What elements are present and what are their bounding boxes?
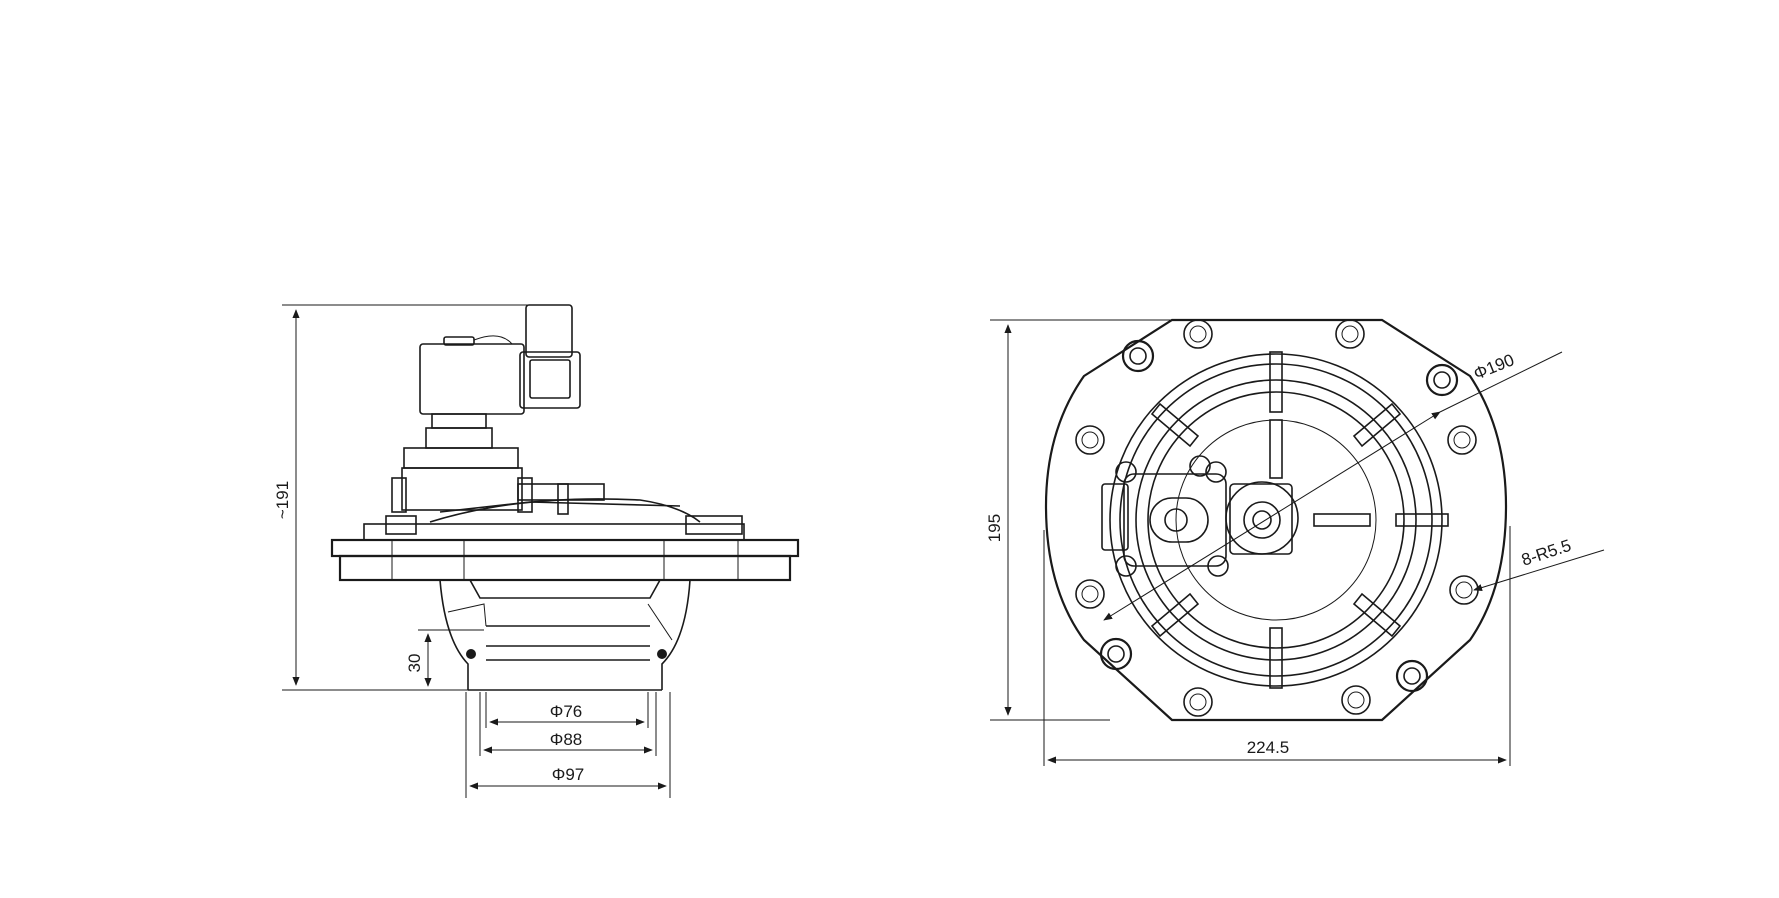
width-label: 224.5 [1247, 738, 1290, 757]
flange-diameter-label: Φ190 [1471, 350, 1517, 383]
cover-bolts [1099, 339, 1459, 693]
diameter-97-label: Φ97 [552, 765, 584, 784]
diameter-88-label: Φ88 [550, 730, 582, 749]
ring-height-label: 30 [405, 654, 424, 673]
hole-spec-label: 8-R5.5 [1519, 536, 1573, 570]
side-view: ~191 [273, 304, 800, 798]
top-view: 195 [985, 318, 1605, 766]
diameter-76-label: Φ76 [550, 702, 582, 721]
overall-height-label: ~191 [273, 481, 292, 519]
top-height-label: 195 [985, 514, 1004, 542]
